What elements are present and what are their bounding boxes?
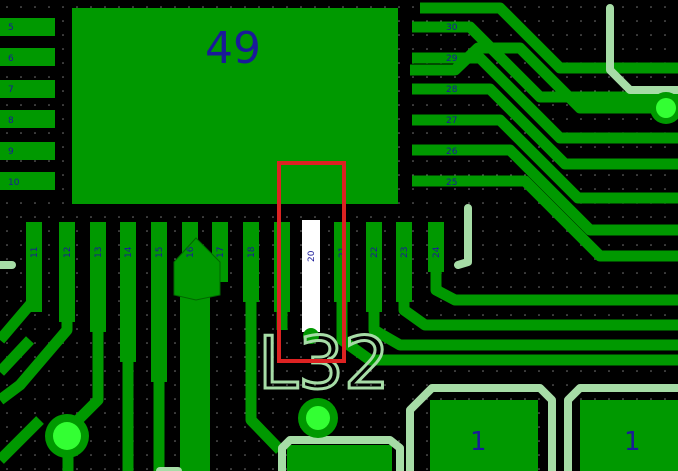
right-pin-label: 25 <box>446 178 457 188</box>
bottom-pin-label: 18 <box>247 246 257 258</box>
right-pin-labels: 30 29 28 27 26 25 <box>446 23 458 188</box>
right-pin-label: 30 <box>446 23 458 33</box>
power-trunk <box>180 280 210 471</box>
right-pin-label: 29 <box>446 54 458 64</box>
right-edge-glyph: 2 <box>672 34 678 48</box>
right-traces <box>410 2 678 262</box>
right-pin-label: 26 <box>446 147 458 157</box>
bottom-pin-label: 11 <box>30 247 40 258</box>
bottom-pin-label: 16 <box>186 246 196 258</box>
left-pin-traces <box>0 18 55 190</box>
highlighted-pin-via <box>303 328 319 344</box>
left-pin-label: 6 <box>8 54 14 64</box>
left-pin-labels: 5 6 7 8 9 10 <box>8 23 20 188</box>
bottom-pin-label: 13 <box>94 247 104 258</box>
bottom-pin-label: 17 <box>216 247 226 258</box>
selection-box[interactable] <box>277 161 346 363</box>
silkscreen-outlines <box>0 4 678 471</box>
bottom-pin-label: 12 <box>63 247 73 258</box>
right-pin-label: 27 <box>446 116 457 126</box>
pad-label-left: 1 <box>470 427 487 457</box>
component-pad-right[interactable] <box>580 400 678 471</box>
bottom-pin-label: 23 <box>400 247 410 258</box>
left-pin-label: 9 <box>8 147 14 157</box>
bottom-pad[interactable] <box>287 445 392 471</box>
left-pin-label: 5 <box>8 23 14 33</box>
left-pin-label: 8 <box>8 116 14 126</box>
power-trunk-outline <box>173 237 221 301</box>
vias <box>45 92 678 458</box>
bottom-pin-label: 20 <box>307 250 317 262</box>
bottom-pin-label: 15 <box>155 247 165 258</box>
bottom-pin-label: 22 <box>370 247 380 258</box>
pad-label-right: 1 <box>624 427 641 457</box>
highlighted-pin-pad[interactable] <box>302 220 320 332</box>
bottom-routed-traces <box>0 270 678 471</box>
bottom-pin-label: 24 <box>432 246 442 258</box>
bottom-pin-label: 14 <box>124 246 134 258</box>
left-pin-label: 7 <box>8 85 14 95</box>
right-pin-label: 28 <box>446 85 458 95</box>
component-pad-left[interactable] <box>430 400 538 471</box>
component-number: 49 <box>205 23 261 74</box>
left-pin-label: 10 <box>8 178 20 188</box>
